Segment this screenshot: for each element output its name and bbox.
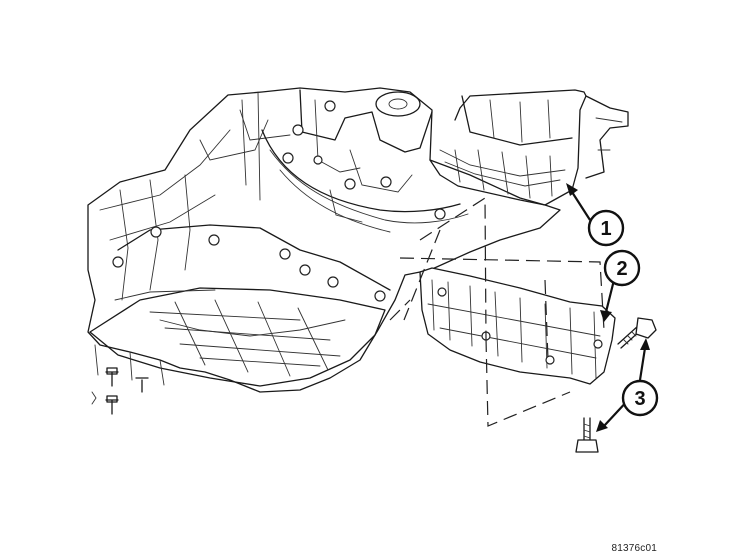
shield-cover-part bbox=[419, 267, 616, 385]
callout-3: 3 bbox=[621, 379, 659, 417]
callout-1-label: 1 bbox=[600, 218, 611, 240]
callout-2-label: 2 bbox=[616, 258, 627, 280]
alignment-lines bbox=[389, 196, 605, 427]
bolt-fasteners bbox=[575, 317, 657, 453]
callout-3-label: 3 bbox=[634, 388, 645, 410]
structural-collar-part bbox=[429, 89, 629, 206]
oil-pan-linework bbox=[89, 100, 446, 415]
figure-id-label: 81376c01 bbox=[611, 543, 657, 554]
callout-2: 2 bbox=[603, 249, 641, 287]
callout-1: 1 bbox=[587, 209, 625, 247]
